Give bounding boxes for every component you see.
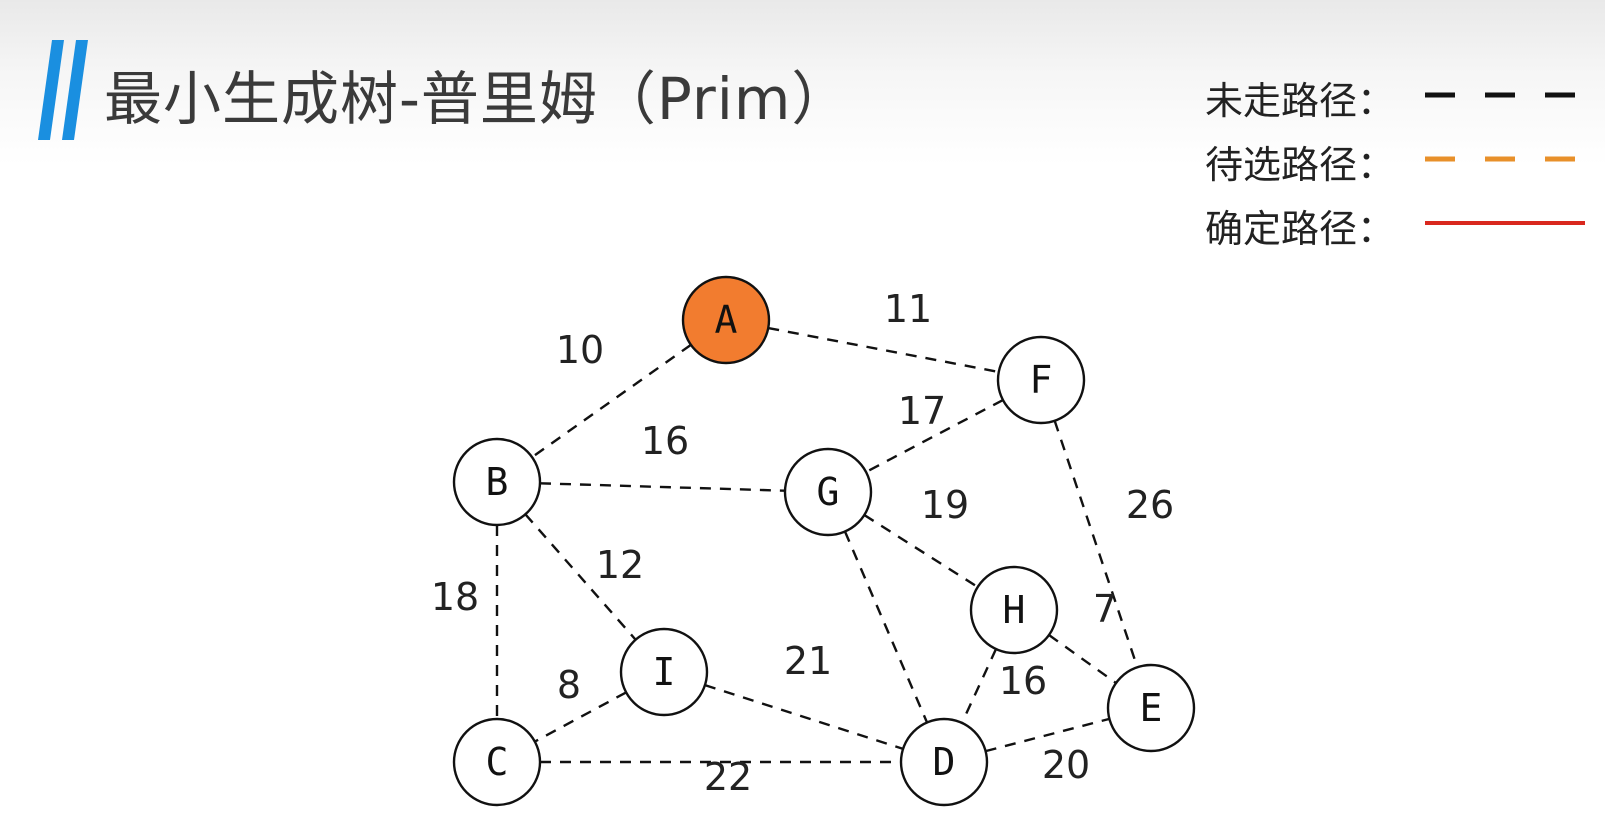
node-label-H: H (1003, 588, 1026, 632)
edge-weight-B-C: 18 (431, 575, 479, 619)
edge-I-D (704, 684, 904, 750)
legend-swatch-confirmed (1425, 221, 1585, 225)
node-G[interactable]: G (783, 447, 873, 537)
legend: 未走路径： 待选路径： 确定路径： (1205, 70, 1595, 262)
node-B[interactable]: B (452, 437, 542, 527)
edge-weight-B-G: 16 (641, 419, 689, 463)
edge-weight-B-I: 12 (596, 543, 644, 587)
edge-weight-A-B: 10 (556, 328, 604, 372)
edge-H-D (960, 648, 998, 724)
edge-weight-G-H: 19 (921, 483, 969, 527)
node-label-A: A (715, 298, 738, 342)
header-band: 最小生成树-普里姆（Prim） (0, 0, 1605, 165)
node-label-E: E (1140, 686, 1163, 730)
title-accent-bars (38, 40, 88, 140)
node-circle-G (783, 447, 873, 537)
weights-layer: 10 11 16 17 26 12 18 19 7 16 8 21 22 20 (431, 287, 1174, 799)
legend-item-confirmed: 确定路径： (1205, 198, 1595, 262)
edge-A-B (531, 343, 692, 459)
legend-item-candidate: 待选路径： (1205, 134, 1595, 198)
edge-weight-H-E: 7 (1093, 587, 1117, 631)
edge-G-H (863, 514, 979, 588)
legend-item-unvisited: 未走路径： (1205, 70, 1595, 134)
node-C[interactable]: C (452, 717, 542, 807)
edge-weight-I-D: 21 (784, 639, 832, 683)
node-circle-D (899, 717, 989, 807)
node-label-C: C (486, 740, 509, 784)
node-label-B: B (486, 460, 509, 504)
edge-A-F (768, 326, 999, 374)
edge-weight-F-G: 17 (898, 389, 946, 433)
edge-I-C (534, 691, 627, 743)
node-I[interactable]: I (619, 627, 709, 717)
edge-H-E (1048, 634, 1117, 684)
legend-label-candidate: 待选路径： (1205, 143, 1396, 187)
edges-layer (495, 326, 1139, 764)
node-circle-C (452, 717, 542, 807)
edge-F-E (1053, 420, 1139, 668)
edge-B-I (524, 513, 637, 641)
edge-D-E (985, 717, 1110, 753)
node-circle-H (969, 565, 1059, 655)
node-circle-F (996, 335, 1086, 425)
node-circle-I (619, 627, 709, 717)
legend-label-confirmed: 确定路径： (1205, 207, 1396, 251)
node-label-I: I (653, 650, 676, 694)
node-H[interactable]: H (969, 565, 1059, 655)
legend-swatch-unvisited (1425, 92, 1585, 98)
edge-weight-I-C: 8 (557, 663, 581, 707)
node-circle-A (681, 275, 771, 365)
node-A[interactable]: A (681, 275, 771, 365)
node-label-G: G (817, 470, 840, 514)
edge-weight-D-E: 20 (1042, 743, 1090, 787)
nodes-layer: A B C D E F G H I (452, 275, 1196, 807)
node-F[interactable]: F (996, 335, 1086, 425)
edge-weight-H-D: 16 (999, 659, 1047, 703)
edge-F-G (865, 398, 1004, 474)
node-label-F: F (1030, 358, 1053, 402)
legend-swatch-candidate (1425, 156, 1585, 162)
edge-B-G (539, 482, 786, 492)
node-circle-B (452, 437, 542, 527)
node-circle-E (1106, 663, 1196, 753)
page-title: 最小生成树-普里姆（Prim） (104, 65, 851, 133)
legend-label-unvisited: 未走路径： (1205, 79, 1396, 123)
edge-weight-A-F: 11 (884, 287, 932, 331)
node-E[interactable]: E (1106, 663, 1196, 753)
edge-G-D (843, 531, 929, 723)
edge-weight-C-D: 22 (704, 755, 752, 799)
node-label-D: D (933, 740, 956, 784)
edge-weight-F-E: 26 (1126, 483, 1174, 527)
node-D[interactable]: D (899, 717, 989, 807)
